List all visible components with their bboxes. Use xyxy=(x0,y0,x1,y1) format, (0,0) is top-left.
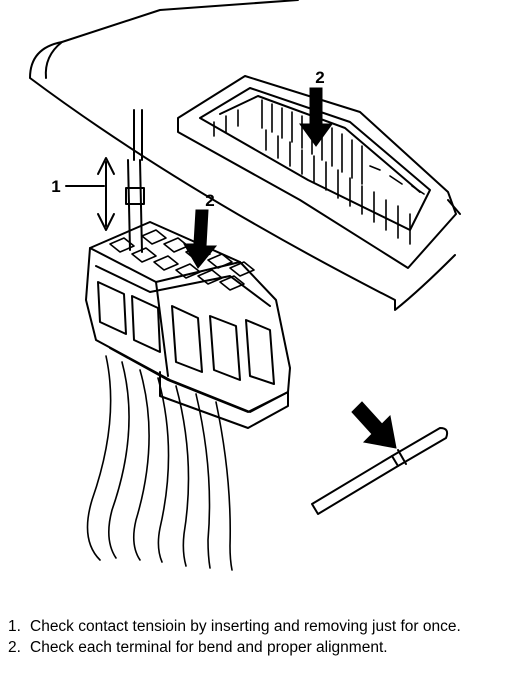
arrow-to-terminal xyxy=(351,401,397,449)
loose-terminal xyxy=(311,427,449,515)
note-text: Check contact tensioin by inserting and … xyxy=(30,618,461,635)
note-item: 1. Check contact tensioin by inserting a… xyxy=(8,616,508,637)
harness-connector xyxy=(85,221,291,429)
note-text: Check each terminal for bend and proper … xyxy=(30,639,388,656)
callout-1: 1 xyxy=(51,177,60,196)
note-number: 2. xyxy=(8,639,21,656)
callout-2-connector: 2 xyxy=(205,191,214,210)
insert-remove-arrow xyxy=(65,157,115,231)
instruction-notes: 1. Check contact tensioin by inserting a… xyxy=(8,616,508,658)
wire-harness xyxy=(86,355,233,571)
arrow-to-socket xyxy=(299,87,333,147)
connector-diagram: 1 2 2 xyxy=(29,0,461,571)
probe-in-connector xyxy=(125,109,145,253)
note-item: 2. Check each terminal for bend and prop… xyxy=(8,637,508,658)
arrow-to-connector xyxy=(183,209,218,269)
ecu-socket xyxy=(177,75,457,269)
note-number: 1. xyxy=(8,618,21,635)
callout-2-socket: 2 xyxy=(315,68,324,87)
